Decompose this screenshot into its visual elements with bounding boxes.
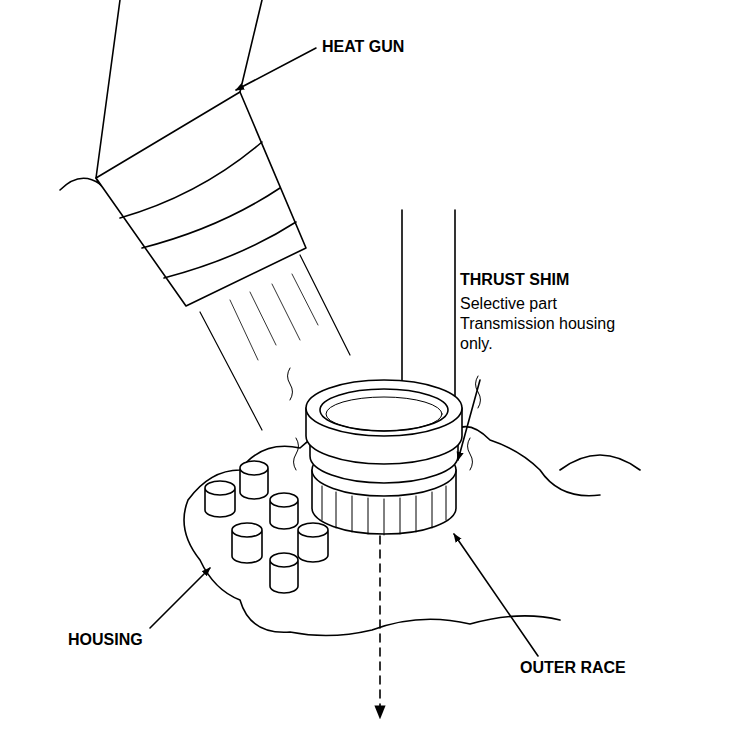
leader-line [236, 48, 316, 90]
part-label: HOUSING [68, 630, 143, 650]
nozzle-band [142, 188, 280, 248]
housing-boss [270, 493, 298, 529]
bearing-ring-inner [320, 389, 448, 431]
housing-boss [205, 481, 235, 517]
air-stream [230, 274, 318, 360]
heat-waves [288, 368, 481, 470]
removal-direction-arrow [379, 536, 381, 718]
background-contour [60, 178, 100, 190]
note-text: Selective part Transmission housing only… [460, 294, 645, 354]
housing-boss [298, 523, 328, 562]
nozzle-band [120, 142, 262, 218]
leader-line [458, 380, 480, 460]
leader-line [150, 568, 210, 628]
bearing-ring [306, 380, 462, 436]
housing-boss [270, 553, 298, 593]
part-label: THRUST SHIM [460, 270, 569, 290]
bearing-ring-inner [326, 397, 442, 431]
air-stream [200, 312, 262, 430]
housing-boss [240, 461, 268, 499]
leader-line [454, 534, 538, 656]
part-label: HEAT GUN [322, 37, 404, 57]
housing-boss [232, 523, 262, 563]
part-label: OUTER RACE [520, 658, 626, 678]
nozzle-band [164, 222, 296, 278]
heat-gun-nozzle [96, 92, 306, 306]
